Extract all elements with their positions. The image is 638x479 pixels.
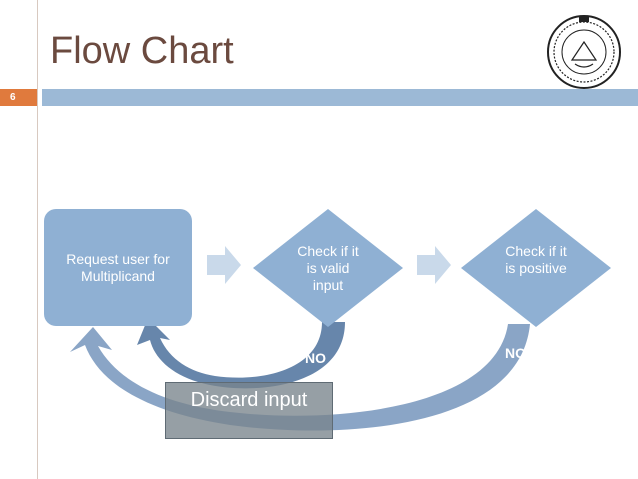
slide-number: 6 (0, 89, 37, 106)
university-seal-icon (547, 15, 621, 89)
vertical-guide-line (37, 0, 38, 479)
decision-positive-shape (461, 209, 611, 327)
no-label-positive: NO (505, 345, 526, 361)
decision-valid-label: Check if it is valid input (297, 243, 359, 293)
start-box-label: Request user for Multiplicand (66, 251, 170, 284)
right-arrow-2 (417, 246, 451, 284)
decision-positive-label: Check if it is positive (505, 243, 567, 276)
decision-valid-shape (253, 209, 403, 327)
discard-input-box: Discard input (165, 382, 333, 439)
start-box-shape (44, 209, 192, 326)
no-label-valid: NO (305, 350, 326, 366)
loop-arrow-no-valid (137, 318, 345, 389)
slide-title: Flow Chart (50, 30, 234, 72)
header-accent-bar (42, 89, 638, 106)
right-arrow-1 (207, 246, 241, 284)
